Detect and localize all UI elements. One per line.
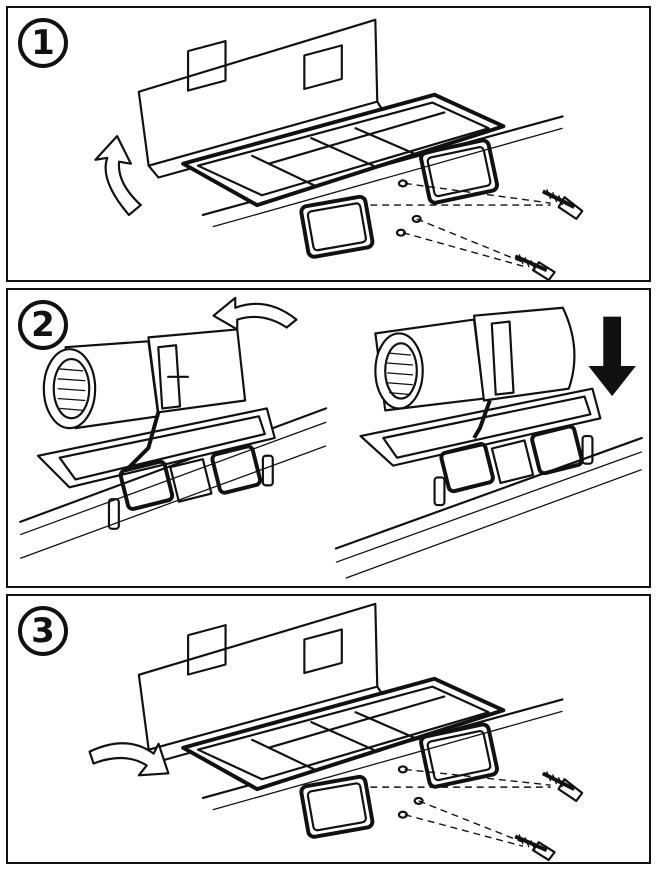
curved-arrow-icon xyxy=(212,296,298,331)
step-2-panel: 2 xyxy=(6,288,651,588)
screw-icon xyxy=(514,254,556,280)
step-1-number: 1 xyxy=(18,18,68,68)
gasket-right xyxy=(419,138,500,205)
screw-icon xyxy=(541,771,584,803)
blower-motor-icon xyxy=(42,328,247,469)
curved-arrow-icon xyxy=(88,742,170,777)
blower-motor-icon xyxy=(374,306,576,440)
gasket-right xyxy=(419,722,499,789)
mounting-bracket-icon xyxy=(137,602,506,792)
step-3-illustration xyxy=(88,602,584,862)
step-2-illustration xyxy=(19,296,643,579)
step-2-number: 2 xyxy=(18,300,68,350)
step-1-panel: 1 xyxy=(6,6,651,282)
gasket-left xyxy=(299,774,375,839)
screw-icon xyxy=(541,189,584,220)
screw-icon xyxy=(514,834,556,862)
mounting-bracket-icon xyxy=(137,18,506,208)
step-1-illustration xyxy=(94,18,584,280)
mounting-bracket-icon xyxy=(36,407,276,489)
down-arrow-icon xyxy=(588,316,636,397)
step-3-number: 3 xyxy=(18,606,68,656)
curved-arrow-icon xyxy=(94,135,142,217)
step-3-panel: 3 xyxy=(6,594,651,864)
gasket-left xyxy=(299,194,375,259)
